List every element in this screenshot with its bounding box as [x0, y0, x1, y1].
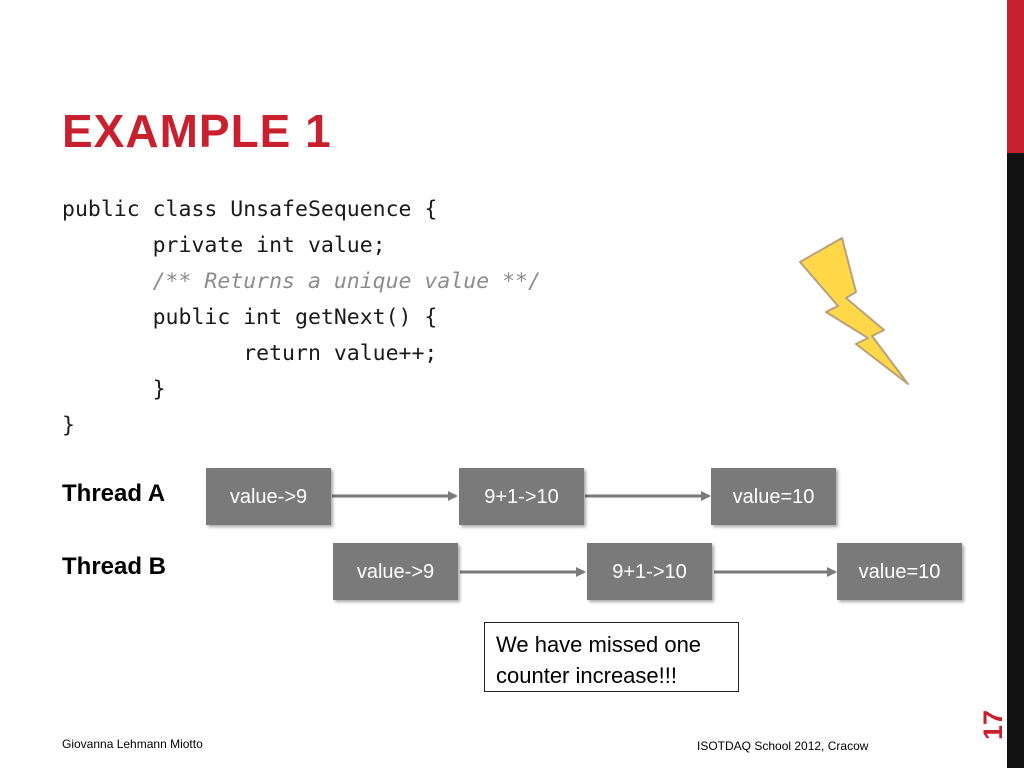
- sidebar-accent-red: [1007, 0, 1024, 153]
- thread-a-step-1: value->9: [206, 468, 331, 525]
- thread-a-step-3: value=10: [711, 468, 836, 525]
- footer-author: Giovanna Lehmann Miotto: [62, 737, 203, 751]
- lightning-bolt-icon: [799, 237, 909, 385]
- footer-event: ISOTDAQ School 2012, Cracow: [697, 739, 869, 753]
- code-comment-line: /** Returns a unique value **/: [62, 269, 541, 294]
- code-line: public class UnsafeSequence {: [62, 197, 438, 222]
- code-line: }: [62, 377, 166, 402]
- thread-b-step-1-label: value->9: [356, 560, 435, 583]
- thread-a-step-2-label: 9+1->10: [484, 485, 559, 508]
- code-line: private int value;: [62, 233, 386, 258]
- slide-title: EXAMPLE 1: [62, 105, 332, 157]
- missed-increment-callout: We have missed one counter increase!!!: [484, 622, 739, 692]
- thread-b-step-1: value->9: [333, 543, 458, 600]
- page-number: 17: [978, 709, 1008, 741]
- code-line: }: [62, 413, 75, 438]
- thread-a-step-3-label: value=10: [732, 485, 815, 508]
- thread-b-step-3-label: value=10: [858, 560, 941, 583]
- thread-b-step-2-label: 9+1->10: [612, 560, 687, 583]
- code-line: public int getNext() {: [62, 305, 438, 330]
- code-line: return value++;: [62, 341, 438, 366]
- thread-b-step-3: value=10: [837, 543, 962, 600]
- thread-b-label: Thread B: [62, 553, 167, 580]
- code-block: public class UnsafeSequence { private in…: [62, 192, 541, 444]
- thread-a-step-2: 9+1->10: [459, 468, 584, 525]
- sidebar-accent-black: [1007, 153, 1024, 768]
- thread-a-step-1-label: value->9: [229, 485, 308, 508]
- thread-b-step-2: 9+1->10: [587, 543, 712, 600]
- thread-a-label: Thread A: [62, 480, 166, 507]
